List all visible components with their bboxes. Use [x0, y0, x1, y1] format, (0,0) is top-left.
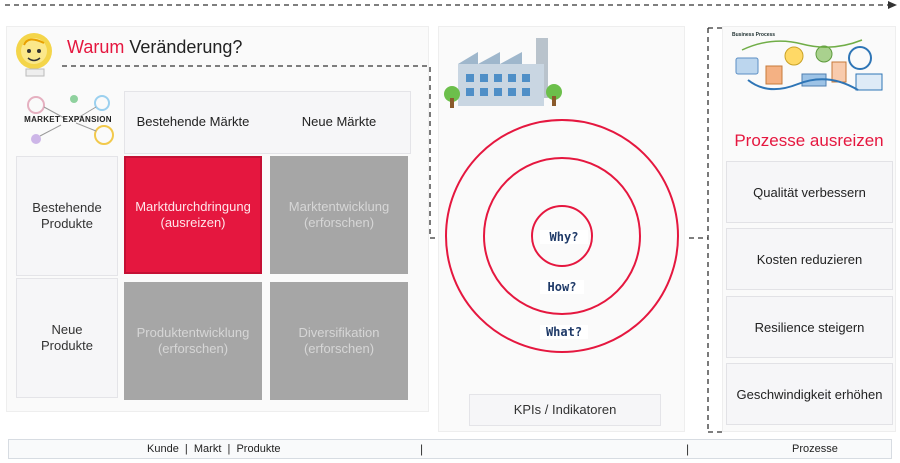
footer-bar: Kunde | Markt | Produkte | | Prozesse [8, 439, 892, 459]
process-item-speed: Geschwindigkeit erhöhen [726, 363, 893, 425]
process-title: Prozesse ausreizen [734, 131, 884, 150]
how-label: How? [540, 280, 584, 294]
process-item-quality: Qualität verbessern [726, 161, 893, 223]
market-expansion-logo: MARKET EXPANSION [16, 89, 120, 149]
cell-product-development: Produktentwicklung (erforschen) [124, 282, 262, 400]
top-flow-arrow [5, 1, 897, 9]
market-expansion-logo-text: MARKET EXPANSION [24, 115, 112, 124]
title-accent: Warum [67, 37, 125, 57]
why-label: Why? [540, 230, 588, 244]
footer-right-label: Prozesse [792, 443, 838, 455]
business-process-graphic [735, 39, 883, 91]
market-expansion-graphic [27, 95, 114, 145]
process-item-resilience: Resilience steigern [726, 296, 893, 358]
circle-middle [483, 157, 641, 315]
footer-separator-2: | [686, 442, 690, 456]
lightbulb-mascot-icon [16, 33, 52, 77]
circle-inner [531, 205, 593, 267]
cell-market-development: Marktentwicklung (erforschen) [270, 156, 408, 274]
business-process-caption: Business Process [732, 32, 776, 38]
process-item-costs: Kosten reduzieren [726, 228, 893, 290]
factory-icon [444, 38, 562, 108]
golden-circle-diagram [445, 119, 679, 353]
cell-diversification: Diversifikation (erforschen) [270, 282, 408, 400]
cell-market-penetration: Marktdurchdringung (ausreizen) [124, 156, 262, 274]
row-header-existing-products: Bestehende Produkte [16, 156, 118, 276]
row-header-new-products: Neue Produkte [16, 278, 118, 398]
business-process-illustration: Business Process [728, 30, 890, 102]
col-header-new-markets: Neue Märkte [301, 113, 377, 129]
col-header-existing-markets: Bestehende Märkte [136, 113, 250, 129]
circle-outer [445, 119, 679, 353]
footer-separator-1: | [420, 442, 424, 456]
footer-left-label: Kunde | Markt | Produkte [147, 443, 281, 455]
what-label: What? [540, 325, 588, 339]
column-header-bar [124, 91, 411, 154]
kpi-box: KPIs / Indikatoren [469, 394, 661, 426]
title-rest: Veränderung? [124, 37, 243, 57]
page-title: Warum Veränderung? [67, 37, 242, 58]
